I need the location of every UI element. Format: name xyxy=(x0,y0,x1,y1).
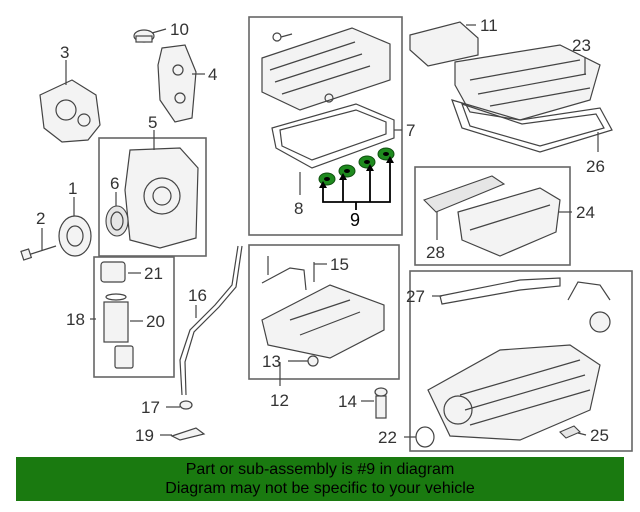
callout-18: 18 xyxy=(66,310,85,329)
callout-13: 13 xyxy=(262,352,281,371)
part-12-oil-pan xyxy=(261,284,385,359)
callout-19: 19 xyxy=(135,426,154,445)
seal-2 xyxy=(338,164,356,178)
callout-11: 11 xyxy=(480,16,498,35)
callout-25: 25 xyxy=(590,426,609,445)
box-oil-pan-upper xyxy=(414,166,571,266)
callout-24: 24 xyxy=(576,203,595,222)
part-14-sensor xyxy=(374,387,388,419)
callout-27: 27 xyxy=(406,287,425,306)
callout-15: 15 xyxy=(330,255,349,274)
seal-3 xyxy=(358,155,376,169)
callout-1: 1 xyxy=(68,179,77,198)
part-28-baffle xyxy=(422,175,506,213)
part-22-throttle xyxy=(567,281,611,333)
part-10-cap xyxy=(133,29,155,43)
box-timing-cover xyxy=(98,137,207,257)
callout-28: 28 xyxy=(426,243,445,262)
part-17-seal xyxy=(179,400,193,410)
part-24-pan xyxy=(457,187,561,257)
callout-20: 20 xyxy=(146,312,165,331)
callout-22: 22 xyxy=(378,428,397,447)
part-4-bracket xyxy=(157,44,197,123)
callout-26: 26 xyxy=(586,157,605,176)
part-13-plug xyxy=(307,355,319,367)
part-26-gasket xyxy=(451,99,613,153)
box-oil-filter xyxy=(93,256,175,378)
part-23-manifold-upper xyxy=(454,44,601,121)
part-19-handle xyxy=(170,427,206,441)
callout-3: 3 xyxy=(60,43,69,62)
callout-9: 9 xyxy=(350,210,360,230)
callout-5: 5 xyxy=(148,113,157,132)
part-20-filter xyxy=(103,293,129,343)
part-22-oring xyxy=(415,426,435,448)
callout-21: 21 xyxy=(144,264,163,283)
callout-23: 23 xyxy=(572,36,591,55)
seal-1 xyxy=(318,172,336,186)
callout-14: 14 xyxy=(338,392,357,411)
part-2-bolt xyxy=(20,245,57,261)
callout-10: 10 xyxy=(170,20,189,39)
box-valve-cover xyxy=(248,16,403,236)
part-21-cap xyxy=(100,261,126,283)
part-1-balancer xyxy=(58,215,92,257)
callout-7: 7 xyxy=(406,121,415,140)
part-9-seals xyxy=(318,147,395,210)
box-oil-pan xyxy=(248,244,400,380)
banner-line-2: Diagram may not be specific to your vehi… xyxy=(165,480,475,497)
callout-8: 8 xyxy=(294,199,303,218)
part-16-dipstick-tube xyxy=(179,245,239,396)
part-valve-cover-top xyxy=(261,27,391,111)
callout-17: 17 xyxy=(141,398,160,417)
callout-16: 16 xyxy=(188,286,207,305)
part-27-gasket xyxy=(439,277,561,305)
parts-diagram: 1 2 3 4 5 6 7 8 9 10 11 12 13 14 15 16 1… xyxy=(20,16,633,452)
part-6-seal xyxy=(105,205,129,237)
callout-4: 4 xyxy=(208,65,217,84)
part-7-gasket xyxy=(271,103,395,169)
part-5-front-cover xyxy=(124,147,199,249)
banner-line-1: Part or sub-assembly is #9 in diagram xyxy=(185,461,455,478)
part-15-tube xyxy=(261,256,315,291)
notice-banner: Part or sub-assembly is #9 in diagram Di… xyxy=(16,457,624,501)
part-16-tube-inner xyxy=(184,245,243,396)
callout-2: 2 xyxy=(36,209,45,228)
callout-12: 12 xyxy=(270,391,289,410)
callout-9-bracket xyxy=(322,160,391,210)
part-11-cover xyxy=(409,21,479,67)
callout-6: 6 xyxy=(110,174,119,193)
part-22-intake-manifold xyxy=(427,344,601,441)
part-18-housing xyxy=(114,345,134,369)
seal-4 xyxy=(377,147,395,161)
part-3-cover xyxy=(39,79,101,143)
leader-lines xyxy=(41,24,599,438)
box-intake-manifold xyxy=(409,270,633,452)
part-25-seal xyxy=(559,425,581,439)
